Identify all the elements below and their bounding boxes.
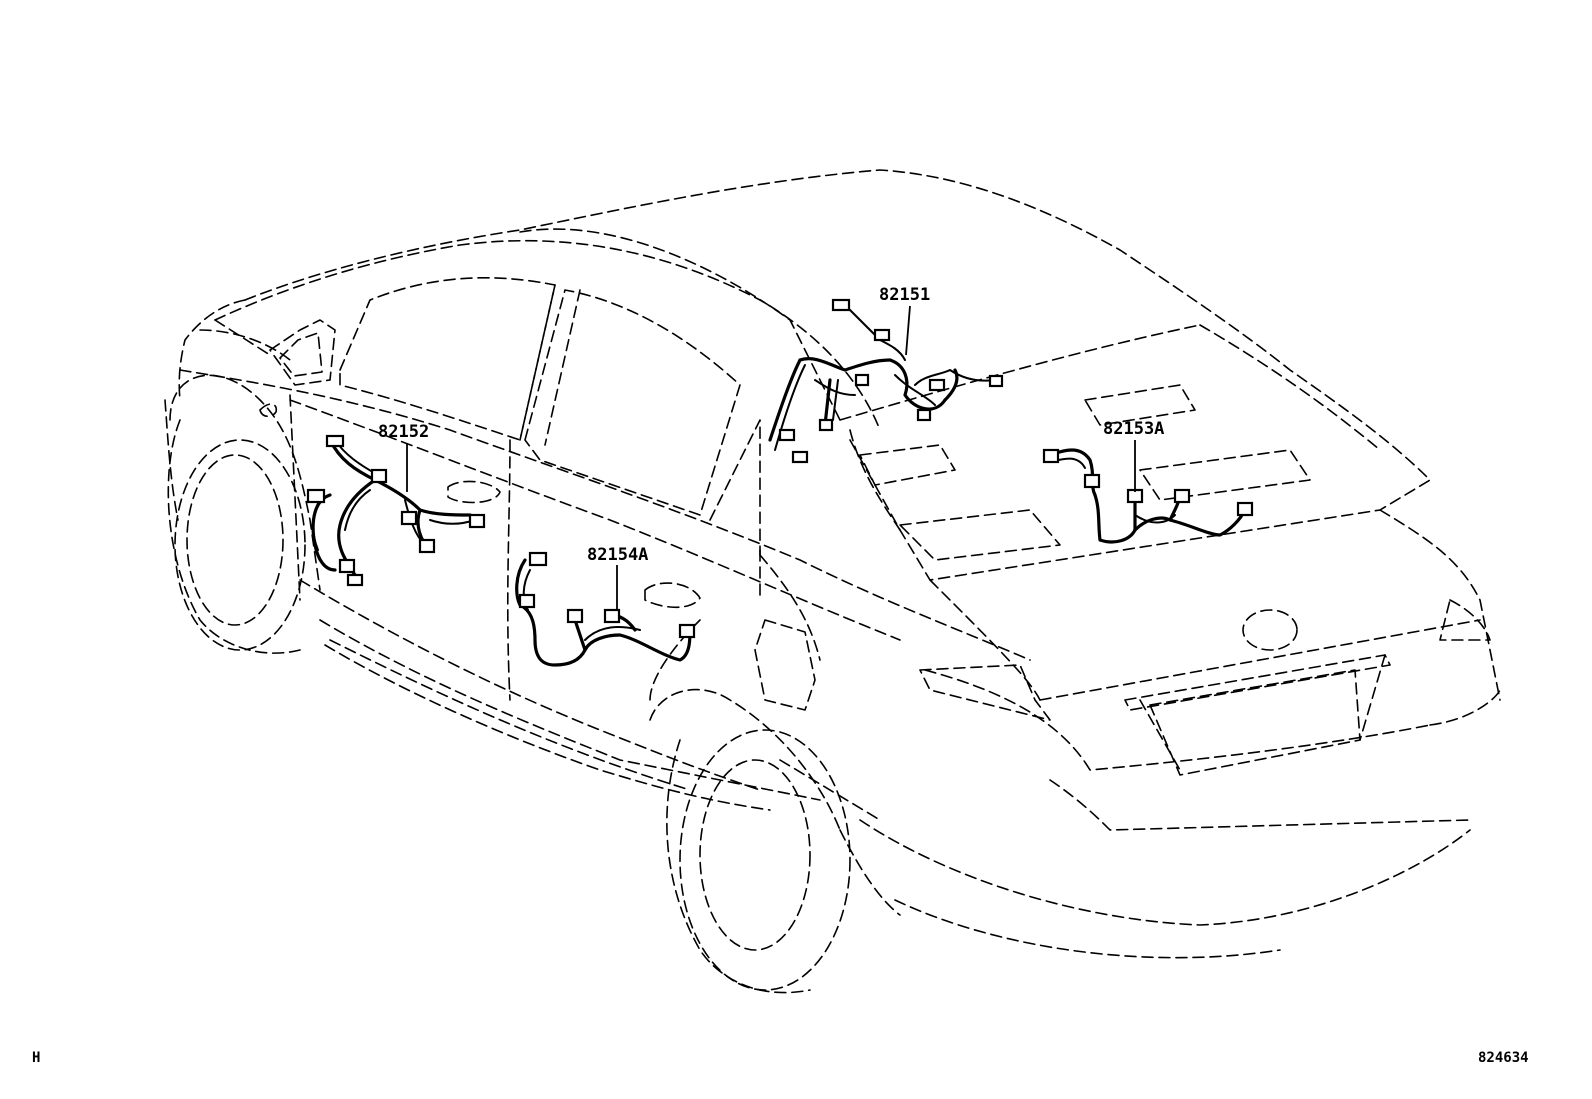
corner-code-left: H — [32, 1050, 40, 1066]
car-outline — [164, 169, 1501, 994]
drawing-number: 824634 — [1478, 1050, 1529, 1066]
label-82152: 82152 — [378, 422, 429, 442]
label-82154A: 82154A — [587, 545, 648, 565]
label-82153A: 82153A — [1103, 419, 1164, 439]
harness-82154A: 82154A — [515, 545, 696, 667]
harness-82152: 82152 — [306, 422, 486, 587]
harness-82151: 82151 — [768, 285, 1004, 464]
label-82151: 82151 — [879, 285, 930, 305]
harness-82153A: 82153A — [1042, 419, 1254, 544]
